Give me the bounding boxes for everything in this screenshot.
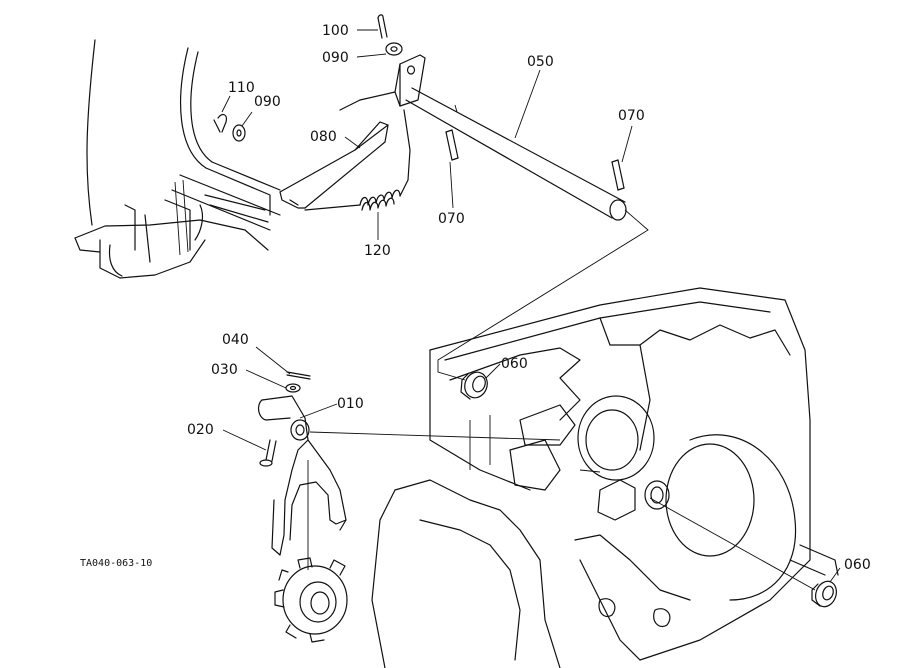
rod-080 — [279, 91, 396, 209]
callout-080: 080 — [310, 129, 337, 145]
callout-070-right: 070 — [618, 108, 645, 124]
callout-110: 110 — [228, 80, 255, 96]
split-pin-100 — [377, 14, 388, 39]
callout-040: 040 — [222, 332, 249, 348]
spring-pin-070-right — [611, 159, 625, 191]
callout-030: 030 — [211, 362, 238, 378]
oil-seal-060-lower — [811, 580, 837, 608]
frame-bracket — [74, 179, 269, 279]
callout-010: 010 — [337, 396, 364, 412]
spring-pin-040 — [286, 371, 311, 380]
oil-seal-060-upper — [460, 371, 488, 400]
callout-060-lower: 060 — [844, 557, 871, 573]
fender-panel — [86, 39, 281, 231]
washer-030 — [285, 383, 301, 393]
washer-090-left — [232, 124, 246, 142]
callout-100: 100 — [322, 23, 349, 39]
figure-code: TA040-063-10 — [80, 558, 152, 569]
spring-120 — [304, 109, 411, 211]
callout-020: 020 — [187, 422, 214, 438]
cross-shaft-050 — [405, 87, 627, 221]
callout-labels: 100 090 110 090 080 050 070 070 120 040 … — [80, 23, 871, 573]
transmission-case — [371, 287, 839, 668]
callout-090-top: 090 — [322, 50, 349, 66]
shift-gear-hub — [274, 557, 348, 643]
callout-090-left: 090 — [254, 94, 281, 110]
callout-070-left: 070 — [438, 211, 465, 227]
callout-120: 120 — [364, 243, 391, 259]
bolt-020 — [259, 439, 277, 467]
shift-fork-010 — [257, 395, 347, 556]
callout-060-upper: 060 — [501, 356, 528, 372]
callout-leaders — [221, 29, 841, 583]
spring-pin-070-left — [445, 129, 459, 161]
callout-050: 050 — [527, 54, 554, 70]
split-pin-110 — [213, 113, 227, 133]
lever-arm — [394, 54, 426, 107]
assembly-lines — [307, 209, 816, 591]
washer-090-top — [385, 42, 403, 56]
